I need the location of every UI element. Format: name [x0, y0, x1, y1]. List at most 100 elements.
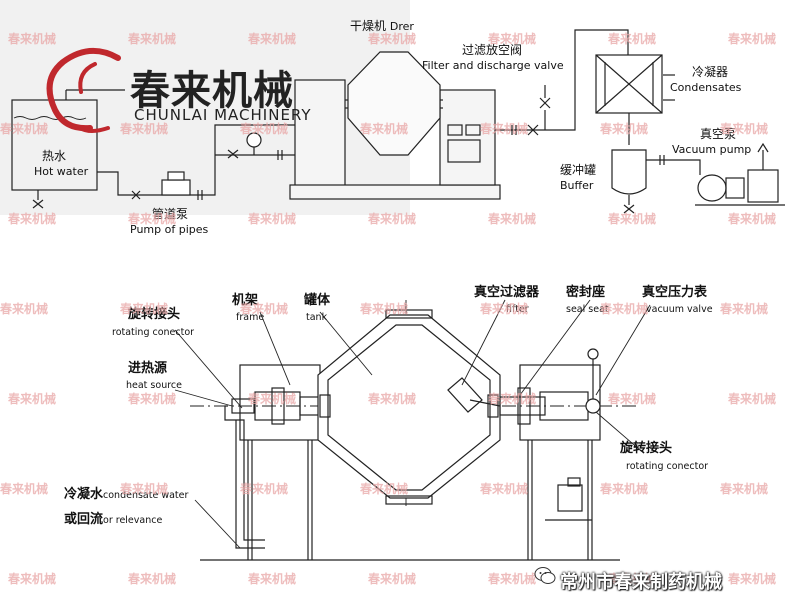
watermark-text: 春来机械 — [368, 572, 417, 586]
tank-body — [317, 309, 501, 505]
watermark-text: 春来机械 — [720, 122, 769, 136]
label-pipe-pump-cn: 管道泵 — [152, 207, 189, 221]
watermark-text: 春来机械 — [728, 32, 777, 46]
heat-source-pipe — [224, 405, 265, 549]
label-seal-cn: 密封座 — [566, 285, 606, 300]
label-seal-en: seal seat — [566, 304, 609, 315]
watermark-text: 春来机械 — [8, 572, 57, 586]
label-heat-cn: 进热源 — [128, 361, 168, 376]
watermark-text: 春来机械 — [0, 482, 49, 496]
watermark-text: 春来机械 — [128, 392, 177, 406]
watermark-text: 春来机械 — [248, 212, 297, 226]
label-filter-cn: 真空过滤器 — [474, 285, 540, 300]
label-pipe-pump-en: Pump of pipes — [130, 223, 209, 236]
vacuum-filter — [447, 377, 501, 413]
watermark-text: 春来机械 — [128, 32, 177, 46]
watermark-text: 春来机械 — [128, 212, 177, 226]
watermark-text: 春来机械 — [0, 302, 49, 316]
label-reflux-cn: 或回流 — [64, 512, 104, 527]
watermark-text: 春来机械 — [368, 32, 417, 46]
watermark-text: 春来机械 — [488, 212, 537, 226]
leader-lines — [174, 299, 651, 549]
label-tank-en: tank — [306, 312, 328, 323]
watermark-text: 春来机械 — [488, 392, 537, 406]
label-condenser-en: Condensates — [670, 81, 742, 94]
watermark-text: 春来机械 — [728, 392, 777, 406]
label-vacuum-pump-cn: 真空泵 — [700, 127, 737, 141]
condenser — [595, 54, 675, 145]
brand-emblem-icon — [46, 48, 121, 133]
watermark-text: 春来机械 — [128, 572, 177, 586]
label-gauge-en: vacuum valve — [646, 304, 713, 315]
watermark-text: 春来机械 — [608, 32, 657, 46]
watermark-text: 春来机械 — [8, 32, 57, 46]
hot-water-tank — [11, 89, 125, 209]
watermark-text: 春来机械 — [608, 572, 657, 586]
right-frame — [499, 348, 601, 560]
watermark-text: 春来机械 — [608, 212, 657, 226]
label-rotating-left-en: rotating conector — [112, 327, 195, 338]
buffer-tank — [611, 149, 701, 214]
label-condensate-cn: 冷凝水 — [64, 487, 104, 502]
label-hot-water-cn: 热水 — [42, 149, 67, 163]
watermark-text: 春来机械 — [368, 392, 417, 406]
watermark-text: 春来机械 — [240, 122, 289, 136]
watermark-text: 春来机械 — [480, 302, 529, 316]
watermark-text: 春来机械 — [488, 572, 537, 586]
watermark-text: 春来机械 — [248, 572, 297, 586]
footer-company-name: 常州市春来制药机械 — [560, 572, 722, 593]
label-filter-en: fifter — [506, 304, 529, 315]
watermark-text: 春来机械 — [600, 482, 649, 496]
watermark-text: 春来机械 — [720, 302, 769, 316]
watermark-text: 春来机械 — [608, 392, 657, 406]
label-buffer-en: Buffer — [560, 179, 594, 192]
watermark-text: 春来机械 — [368, 212, 417, 226]
label-rotating-right-cn: 旋转接头 — [620, 441, 673, 456]
vacuum-line — [495, 29, 629, 136]
label-heat-en: heat source — [126, 380, 182, 391]
label-tank-cn: 罐体 — [304, 293, 331, 308]
watermark-text: 春来机械 — [360, 122, 409, 136]
label-condensate-en: condensate water — [103, 490, 189, 501]
watermark-text: 春来机械 — [480, 482, 529, 496]
watermark-text: 春来机械 — [360, 302, 409, 316]
watermark-text: 春来机械 — [360, 482, 409, 496]
wechat-icon — [534, 567, 556, 584]
watermark-text: 春来机械 — [8, 212, 57, 226]
watermark-text: 春来机械 — [120, 482, 169, 496]
label-filter-valve-cn: 过滤放空阀 — [462, 43, 523, 57]
label-frame-cn: 机架 — [232, 293, 259, 308]
watermark-text: 春来机械 — [728, 572, 777, 586]
label-buffer-cn: 缓冲罐 — [560, 163, 597, 177]
label-condensate: 冷凝水condensate water — [64, 485, 188, 501]
watermark-text: 春来机械 — [488, 32, 537, 46]
label-dryer-cn: 干燥机 — [350, 19, 387, 33]
label-gauge-cn: 真空压力表 — [642, 285, 708, 300]
brand-name-en: CHUNLAI MACHINERY — [134, 106, 312, 124]
watermark-text: 春来机械 — [480, 122, 529, 136]
watermark-text: 春来机械 — [728, 212, 777, 226]
watermark-text: 春来机械 — [120, 302, 169, 316]
brand-name-cn: 春来机械 — [130, 68, 294, 114]
label-condenser-cn: 冷凝器 — [692, 65, 729, 79]
pump-pipe-line — [97, 124, 295, 200]
label-dryer-en: Drer — [389, 20, 414, 33]
label-reflux: 或回流or relevance — [64, 510, 162, 526]
label-vacuum-pump-en: Vacuum pump — [672, 143, 752, 156]
watermark-text: 春来机械 — [248, 392, 297, 406]
watermark-text: 春来机械 — [0, 122, 49, 136]
vacuum-pump-unit — [695, 142, 785, 206]
watermark-text: 春来机械 — [248, 32, 297, 46]
label-rotating-left-cn: 旋转接头 — [128, 307, 181, 322]
top-dryer — [289, 51, 501, 200]
watermark-text: 春来机械 — [600, 302, 649, 316]
watermark-text: 春来机械 — [600, 122, 649, 136]
label-frame-en: frame — [236, 312, 265, 323]
label-hot-water-en: Hot water — [34, 165, 89, 178]
watermark-text: 春来机械 — [240, 302, 289, 316]
watermark-text: 春来机械 — [8, 392, 57, 406]
label-filter-valve-en: Filter and discharge valve — [422, 59, 564, 72]
label-dryer: 干燥机 Drer — [350, 20, 414, 32]
